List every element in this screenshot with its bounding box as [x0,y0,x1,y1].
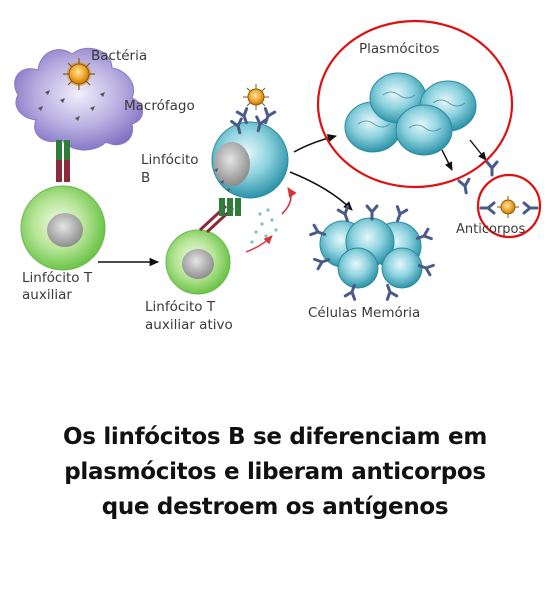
stimulation-arrow [281,187,297,215]
bound-antigen-icon [235,84,277,126]
label-macrophage: Macrófago [124,98,195,114]
helper-t-cell [20,185,106,271]
memory-cells [309,204,435,301]
immune-response-diagram: Bactéria Macrófago Linfócito B Linfócito… [14,19,542,333]
label-antibodies: Anticorpos [456,222,525,237]
label-b-cell-line2: B [141,170,150,186]
label-active-t-line1: Linfócito T [145,299,216,315]
arrow-to-memory-cells [289,171,353,211]
active-helper-t-cell [165,204,235,295]
label-helper-t-line2: auxiliar [22,287,72,303]
t-b-cell-receptor [219,198,241,216]
antigen-antibody-complex-icon [497,196,519,218]
arrow-to-antibodies-1 [441,149,453,171]
plasma-cells-highlight [316,19,514,189]
macrophage-t-cell-receptor [56,140,70,182]
label-memory-cells: Células Memória [308,305,420,321]
caption-line-2: plasmócitos e liberam anticorpos [64,459,486,485]
caption: Os linfócitos B se diferenciam em plasmó… [0,420,550,525]
caption-line-1: Os linfócitos B se diferenciam em [63,424,487,450]
b-cell [211,115,289,199]
bacteria-icon [63,58,95,90]
cytokine-dots [250,208,278,244]
antibodies [457,160,539,215]
label-plasma-cells: Plasmócitos [359,41,439,57]
label-b-cell-line1: Linfócito [141,152,199,168]
label-bacteria: Bactéria [91,48,147,64]
macrophage-cell [14,47,143,151]
arrow-to-plasma-cells [293,133,338,153]
label-active-t-line2: auxiliar ativo [145,317,233,333]
caption-line-3: que destroem os antígenos [101,494,449,520]
antibodies-highlight [476,173,542,239]
activation-arrow [245,235,273,253]
plasma-cells [344,72,477,156]
label-helper-t-line1: Linfócito T [22,270,93,286]
arrow-to-antibodies-2 [469,139,487,161]
